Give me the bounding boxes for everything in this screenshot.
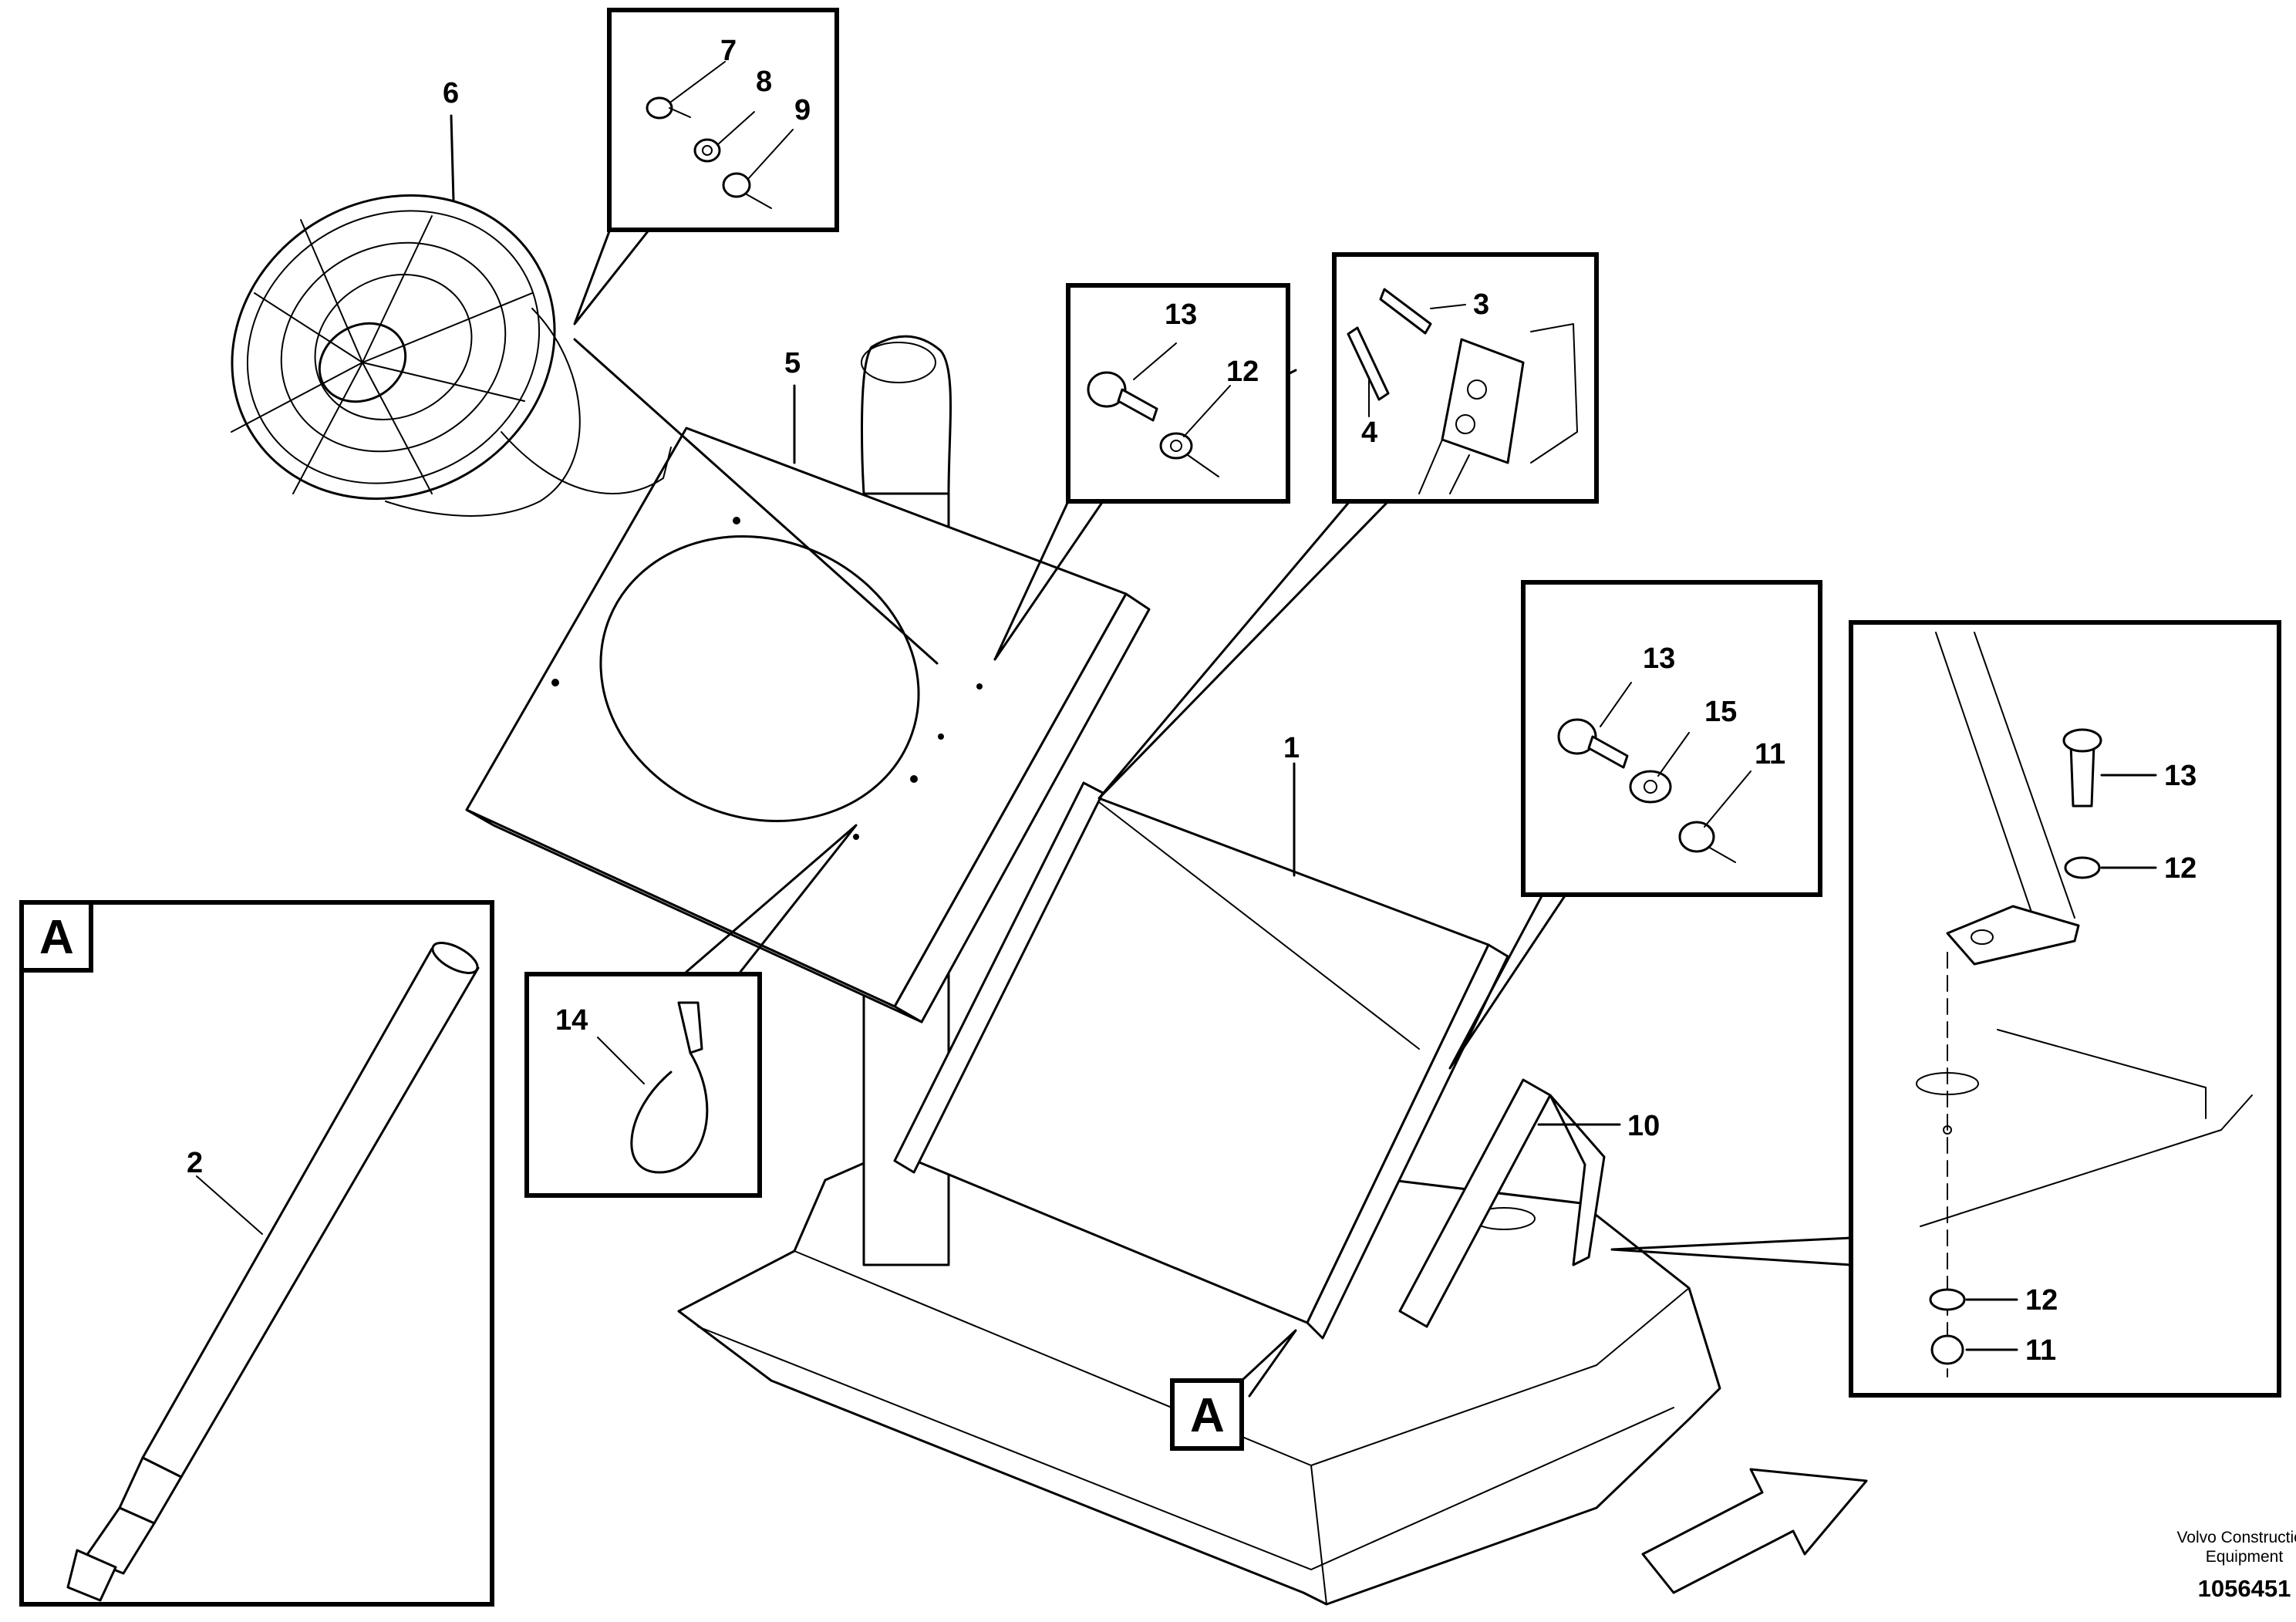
callout-11-c: 11 — [2025, 1334, 2056, 1367]
brand-line-2: Equipment — [2206, 1548, 2284, 1566]
callout-8: 8 — [756, 66, 772, 98]
condenser-core — [893, 781, 1509, 1340]
callout-15-b: 15 — [1704, 696, 1737, 728]
callout-12-d: 12 — [2025, 1284, 2058, 1317]
detail-box-cable-tie-14 — [524, 972, 762, 1198]
callout-9: 9 — [794, 94, 811, 126]
callout-12-a: 12 — [1226, 356, 1259, 388]
footer-block: Volvo Construction Equipment 1056451 — [2176, 1529, 2296, 1602]
detail-box-studs-3-4 — [1332, 252, 1599, 504]
detail-box-fasteners-7-8-9 — [607, 8, 839, 232]
callout-12-c: 12 — [2164, 852, 2197, 885]
callout-10: 10 — [1627, 1110, 1660, 1142]
support-bracket — [1398, 1078, 1606, 1328]
detail-box-fasteners-13-15-11 — [1521, 580, 1822, 897]
callout-11-b: 11 — [1755, 738, 1785, 771]
callout-4: 4 — [1361, 416, 1377, 449]
detail-box-bracket-fasteners — [1849, 620, 2281, 1398]
detail-label-a-box: A — [39, 911, 74, 964]
callout-13-a: 13 — [1165, 298, 1197, 331]
detail-reference-marker — [1170, 1378, 1244, 1451]
drawing-number: 1056451 — [2198, 1575, 2291, 1602]
callout-6: 6 — [443, 77, 459, 110]
detail-box-fasteners-13-12 — [1066, 283, 1290, 504]
electric-fan — [231, 194, 672, 517]
callout-1: 1 — [1283, 732, 1300, 764]
callout-wedges — [573, 230, 1853, 1398]
callout-13-b: 13 — [1643, 642, 1675, 675]
callout-numbers: 1 2 3 4 5 6 7 8 9 10 14 13 12 13 15 11 1… — [187, 35, 2197, 1367]
callout-3: 3 — [1473, 288, 1489, 321]
callout-2: 2 — [187, 1147, 203, 1179]
callout-13-c: 13 — [2164, 760, 2197, 792]
brand-line-1: Volvo Construction — [2176, 1529, 2296, 1546]
detail-box-receiver-drier — [19, 900, 494, 1607]
callout-7: 7 — [720, 35, 737, 67]
detail-label-a-main: A — [1190, 1389, 1225, 1442]
callout-5: 5 — [784, 347, 801, 379]
callout-14: 14 — [555, 1004, 588, 1037]
forward-direction-arrow — [1641, 1468, 1868, 1594]
fan-shroud — [465, 427, 1151, 1023]
